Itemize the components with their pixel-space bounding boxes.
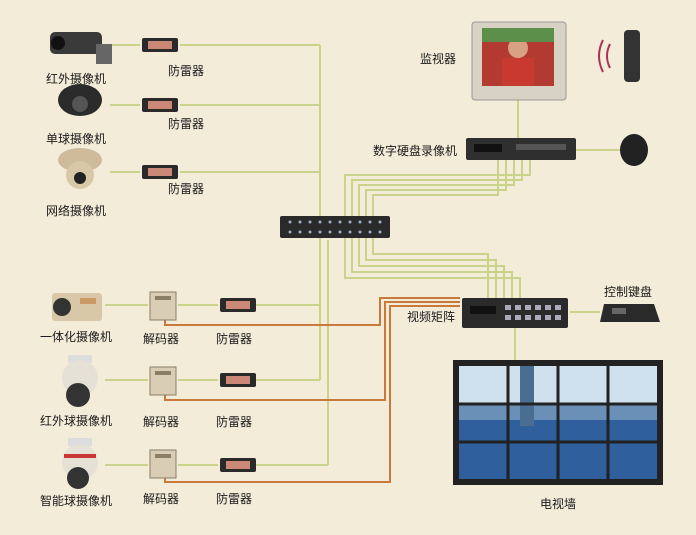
decoder-icon [149,366,177,396]
surge-protector-label: 防雷器 [216,415,253,429]
decoder-label: 解码器 [143,492,180,506]
camera-label-integrated: 一体化摄像机 [40,330,113,344]
video-distributor-icon [280,216,390,238]
dome-camera-icon [58,84,102,116]
surge-protector-icon [220,298,256,312]
mouse-icon [620,134,648,166]
speed-dome-icon [62,355,98,407]
surge-protector-icon [142,38,178,52]
camera-label-infrared: 红外摄像机 [46,72,107,86]
surge-protector-icon [142,165,178,179]
dvr-icon [466,138,576,160]
surge-protector-label: 防雷器 [216,332,253,346]
surge-protector-icon [142,98,178,112]
camera-label-dome: 单球摄像机 [46,132,107,146]
monitor-icon [471,21,567,101]
bullet-camera-icon [50,32,112,64]
video-matrix-icon [462,298,568,328]
surge-protector-label: 防雷器 [216,492,253,506]
dvr-label: 数字硬盘录像机 [373,144,458,158]
camera-label-ir-speed-dome: 红外球摄像机 [40,414,113,428]
video-wall-label: 电视墙 [540,497,577,511]
surge-protector-icon [220,373,256,387]
decoder-icon [149,291,177,321]
decoder-label: 解码器 [143,415,180,429]
decoder-label: 解码器 [143,332,180,346]
surge-protector-label: 防雷器 [168,182,205,196]
network-camera-icon [58,148,102,189]
box-camera-icon [52,293,102,321]
surge-protector-label: 防雷器 [168,64,205,78]
matrix-label: 视频矩阵 [407,310,456,324]
video-wall-icon [453,360,663,485]
camera-label-network: 网络摄像机 [46,204,107,218]
decoder-icon [149,449,177,479]
keyboard-label: 控制键盘 [604,285,653,299]
camera-label-smart-speed-dome: 智能球摄像机 [40,494,113,508]
surge-protector-icon [220,458,256,472]
monitor-label: 监视器 [420,52,457,66]
speed-dome-icon [62,438,98,489]
control-keyboard-icon [600,304,660,322]
remote-control-icon [598,30,640,82]
surge-protector-label: 防雷器 [168,117,205,131]
